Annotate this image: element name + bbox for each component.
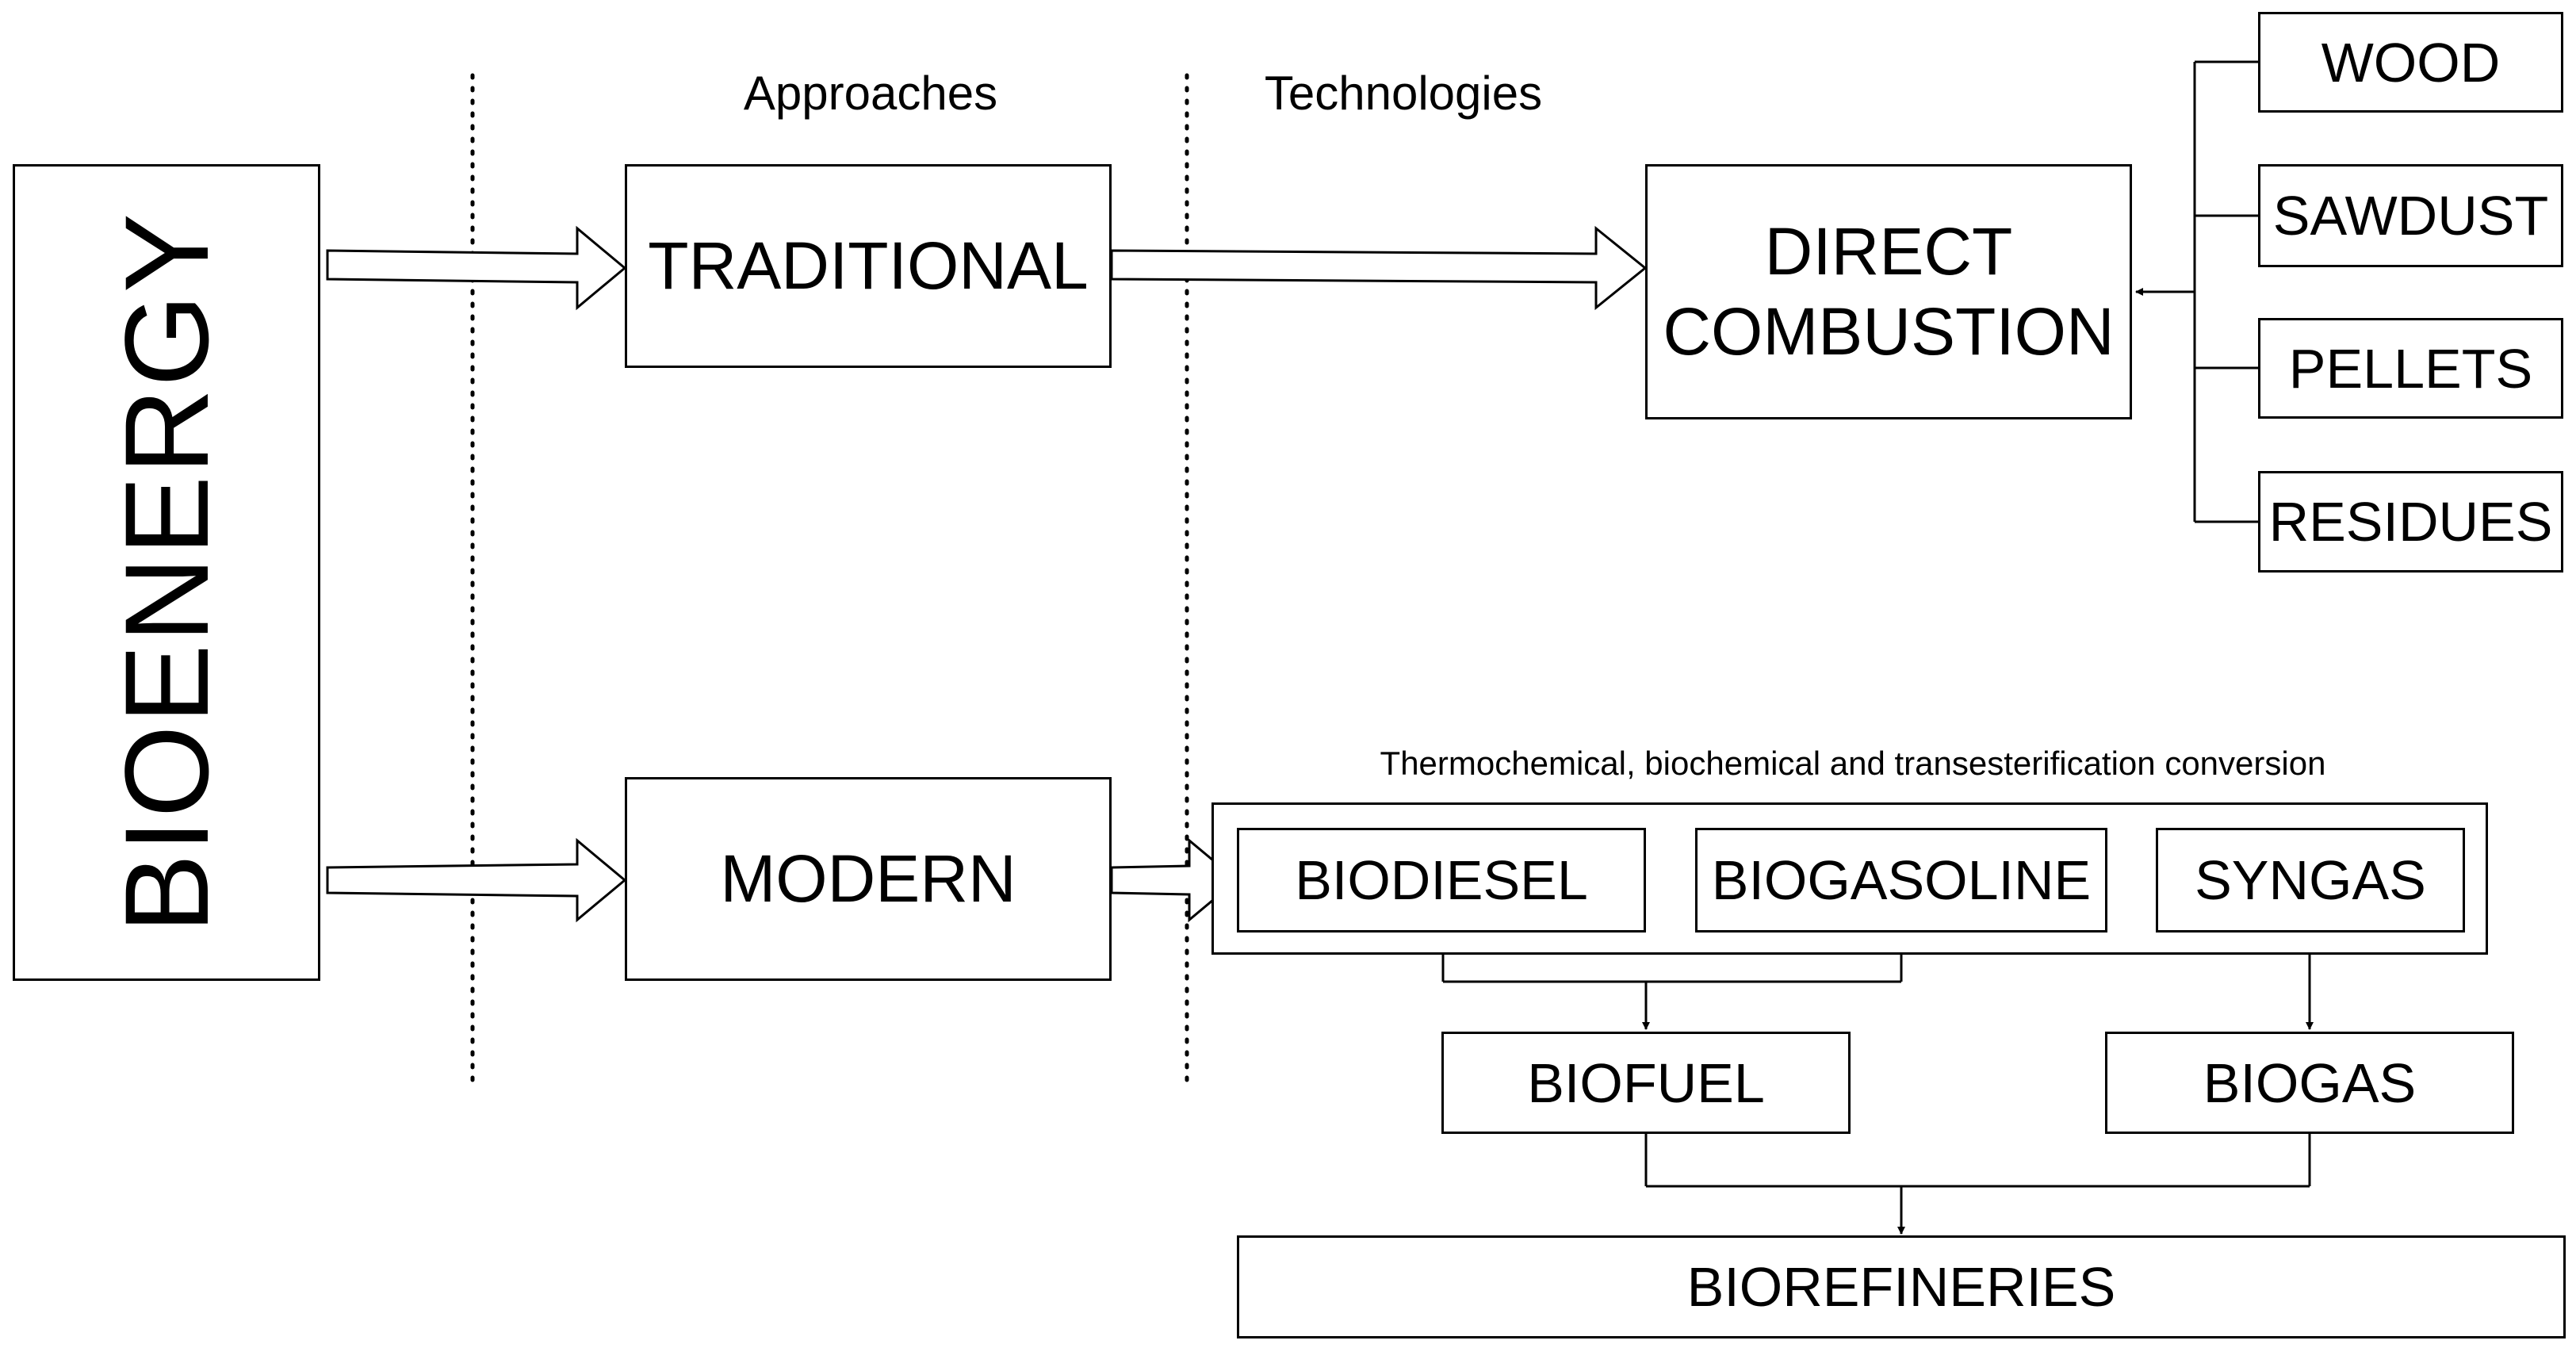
feedstock-connector [2135,60,2258,523]
bioenergy-box: BIOENERGY [13,164,320,981]
feedstock-wood-box: WOOD [2258,12,2563,113]
biodiesel-box: BIODIESEL [1237,828,1646,932]
column-heading-technologies: Technologies [1264,67,1543,120]
biofuel-box: BIOFUEL [1441,1032,1851,1134]
traditional-box: TRADITIONAL [625,164,1112,368]
feedstock-sawdust-box: SAWDUST [2258,164,2563,267]
direct-combustion-line2: COMBUSTION [1663,294,2115,369]
bioenergy-label: BIOENERGY [100,212,233,933]
direct-combustion-line1: DIRECT [1764,214,2013,289]
fuels-to-biorefineries-connector [1644,1134,2311,1235]
biorefineries-box: BIOREFINERIES [1237,1235,2566,1338]
biogas-box: BIOGAS [2105,1032,2514,1134]
conversion-label: Thermochemical, biochemical and transest… [1380,745,2326,782]
feedstock-residues-box: RESIDUES [2258,471,2563,573]
arrow-traditional-to-direct-combustion [1110,225,1648,311]
syngas-box: SYNGAS [2156,828,2465,932]
biogasoline-box: BIOGASOLINE [1695,828,2107,932]
arrow-bioenergy-to-traditional [326,225,627,311]
direct-combustion-box: DIRECT COMBUSTION [1645,164,2132,419]
modern-box: MODERN [625,777,1112,981]
arrow-bioenergy-to-modern [326,837,627,923]
feedstock-pellets-box: PELLETS [2258,318,2563,419]
column-heading-approaches: Approaches [743,67,998,120]
